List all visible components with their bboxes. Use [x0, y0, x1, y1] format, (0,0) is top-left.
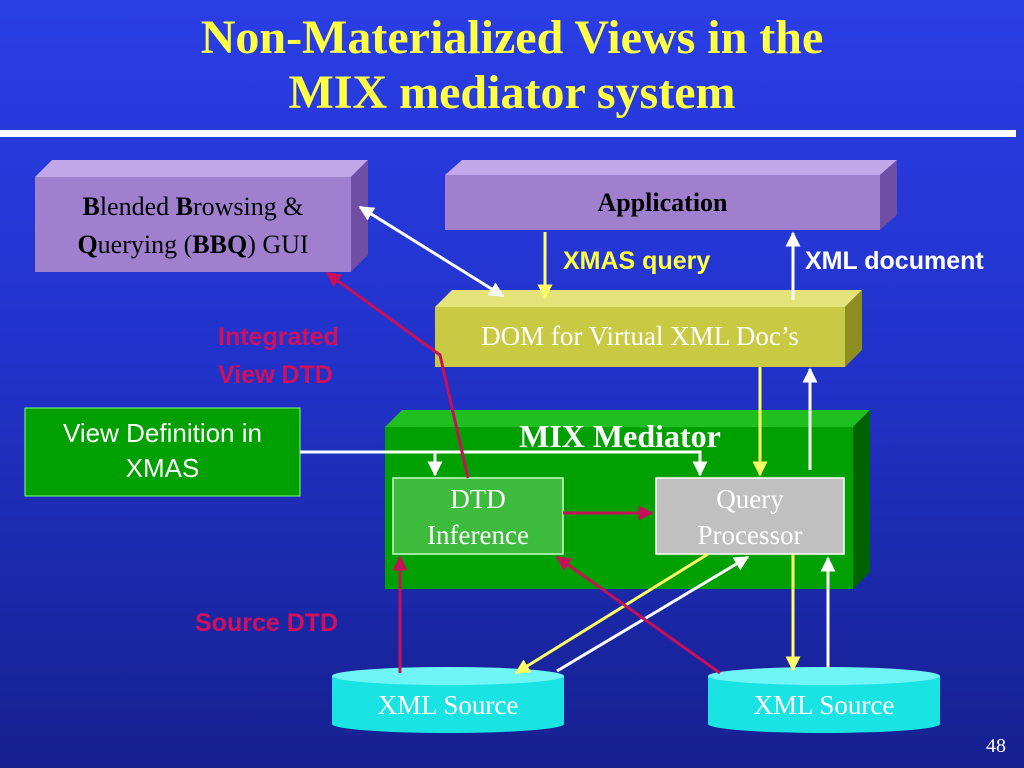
- source-dtd-label: Source DTD: [195, 609, 339, 637]
- query-processor-label: Query Processor: [656, 481, 844, 553]
- integrated-view-dtd-arrow: [325, 271, 470, 479]
- view-definition-line-2: XMAS: [125, 453, 200, 483]
- bbq-t2: rowsing &: [193, 192, 304, 221]
- bbq-dom-arrow: [358, 205, 505, 298]
- xml-source-right-label: XML Source: [753, 690, 895, 720]
- title-divider: [0, 130, 1016, 137]
- right-source-dtd-arrow: [555, 555, 721, 675]
- bbq-t3: uerying (: [97, 230, 193, 259]
- query-processor-line-1: Query: [716, 484, 784, 514]
- view-definition-box: [24, 407, 301, 497]
- left-source-to-qp-arrow: [556, 555, 750, 673]
- slide-title: Non-Materialized Views in the MIX mediat…: [0, 10, 1024, 120]
- integrated-view-dtd-label: Integrated View DTD: [218, 318, 339, 394]
- bbq-b1: B: [82, 192, 100, 221]
- view-definition-line-1: View Definition in: [63, 418, 262, 448]
- dtd-inference-box: [392, 477, 564, 555]
- bbq-t4: ) GUI: [247, 230, 309, 259]
- integrated-view-dtd-line-1: Integrated: [218, 323, 339, 351]
- query-processor-box: [655, 477, 845, 555]
- application-label: Application: [597, 188, 728, 217]
- dom-box: [435, 290, 862, 367]
- query-processor-line-2: Processor: [697, 520, 803, 550]
- dtd-inference-line-1: DTD: [450, 484, 506, 514]
- bbq-b4: BBQ: [192, 230, 248, 259]
- dtd-inference-label: DTD Inference: [393, 481, 563, 553]
- dtd-inference-line-2: Inference: [427, 520, 529, 550]
- view-definition-label: View Definition in XMAS: [25, 416, 300, 486]
- bbq-b2: B: [175, 192, 193, 221]
- xml-source-right-cylinder: [708, 667, 940, 733]
- qp-to-left-source-arrow: [514, 552, 709, 675]
- xmas-query-label: XMAS query: [563, 247, 711, 275]
- slide-title-line-2: MIX mediator system: [288, 66, 736, 119]
- slide-title-line-1: Non-Materialized Views in the: [200, 11, 824, 64]
- xml-document-label: XML document: [805, 247, 984, 275]
- mix-mediator-label: MIX Mediator: [519, 418, 721, 454]
- xml-source-left-label: XML Source: [377, 690, 519, 720]
- bbq-gui-box: [35, 160, 368, 272]
- view-def-to-qp-arrow: [300, 450, 708, 477]
- bbq-t1: lended: [99, 192, 176, 221]
- dom-label: DOM for Virtual XML Doc’s: [481, 321, 799, 351]
- integrated-view-dtd-line-2: View DTD: [218, 361, 333, 389]
- application-box: [445, 160, 897, 230]
- bbq-b3: Q: [77, 230, 98, 259]
- page-number: 48: [986, 735, 1006, 757]
- xml-source-left-cylinder: [332, 667, 564, 733]
- bbq-gui-label: Blended Browsing & Querying (BBQ) GUI: [35, 188, 351, 264]
